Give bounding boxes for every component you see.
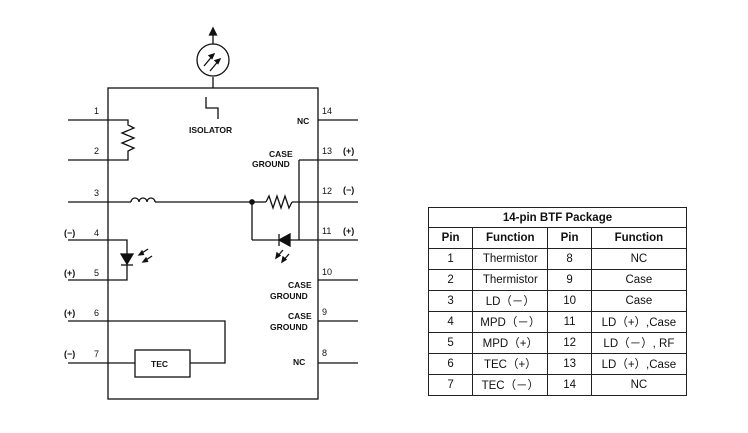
fiber-arrow-head (208, 26, 218, 36)
pin-4-number: 4 (94, 228, 99, 238)
header-pin-right: Pin (547, 227, 592, 249)
pin-cell: 5 (427, 332, 474, 354)
resistor (265, 193, 293, 211)
function-cell: Thermistor (472, 269, 549, 291)
pin-2-number: 2 (94, 146, 99, 156)
function-cell: LD（+）,Case (590, 311, 688, 333)
tec-wire (108, 320, 226, 364)
isolator-label: ISOLATOR (189, 125, 232, 135)
pin-8-number: 8 (322, 348, 327, 358)
pin-cell: 11 (547, 311, 592, 333)
case-ground-9-label-1: CASE (288, 311, 312, 321)
nc-14-label: NC (297, 116, 309, 126)
pin-function-table: 14-pin BTF Package Pin Function Pin Func… (427, 207, 688, 396)
pin-14-number: 14 (322, 106, 332, 116)
pin-cell: 6 (427, 353, 474, 375)
function-cell: NC (590, 248, 688, 270)
table-row: 4 MPD（－） 11 LD（+）,Case (427, 311, 688, 333)
monitor-photodiode (119, 253, 135, 266)
table-row: 7 TEC（－） 14 NC (427, 374, 688, 396)
pin-6-number: 6 (94, 308, 99, 318)
header-pin-left: Pin (427, 227, 474, 249)
case-ground-top-label-2: GROUND (252, 159, 290, 169)
function-cell: Case (590, 269, 688, 291)
pin-cell: 8 (547, 248, 592, 270)
function-cell: TEC（+） (472, 353, 549, 375)
pin-cell: 12 (547, 332, 592, 354)
isolator-symbol (205, 97, 219, 119)
pin-5-number: 5 (94, 268, 99, 278)
pin-3-number: 3 (94, 188, 99, 198)
laser-diode (277, 232, 291, 248)
header-function-left: Function (472, 227, 549, 249)
function-cell: MPD（+） (472, 332, 549, 354)
function-cell: LD（－） (472, 290, 549, 312)
pin-6-polarity: (+) (64, 308, 75, 318)
mpd-light-arrow-1-head (137, 249, 145, 256)
tec-label: TEC (151, 359, 168, 369)
table-title: 14-pin BTF Package (428, 207, 687, 228)
pin-cell: 7 (427, 374, 474, 396)
pin-11-number: 11 (322, 226, 331, 236)
pin-13-number: 13 (322, 146, 332, 156)
function-cell: Thermistor (472, 248, 549, 270)
case-ground-10-label-2: GROUND (270, 291, 308, 301)
pin-11-polarity: (+) (343, 226, 354, 236)
ld-light-arrow-1-head (275, 251, 282, 260)
function-cell: MPD（－） (472, 311, 549, 333)
function-cell: Case (590, 290, 688, 312)
pin-10-number: 10 (322, 267, 332, 277)
pin-cell: 4 (427, 311, 474, 333)
table-row: 1 Thermistor 8 NC (427, 248, 688, 270)
light-arrow-2-head (213, 57, 222, 65)
mpd-light-arrow-2-head (141, 256, 149, 263)
table-row: 6 TEC（+） 13 LD（+）,Case (427, 353, 688, 375)
table-title-row: 14-pin BTF Package (428, 207, 687, 228)
case-ground-top-label-1: CASE (269, 149, 293, 159)
pin-cell: 10 (547, 290, 592, 312)
ld-light-arrow-2-head (281, 255, 288, 264)
pin-5-polarity: (+) (64, 268, 75, 278)
function-cell: TEC（－） (472, 374, 549, 396)
tec-box (134, 349, 191, 378)
pin-13-polarity: (+) (343, 146, 354, 156)
pin-cell: 3 (427, 290, 474, 312)
light-arrow-1-head (207, 52, 216, 60)
pin-1-number: 1 (94, 106, 99, 116)
table-header-row: Pin Function Pin Function (427, 227, 688, 249)
pin-7-polarity: (−) (64, 349, 75, 359)
pin-cell: 13 (547, 353, 592, 375)
case-ground-10-label-1: CASE (288, 280, 312, 290)
pin-cell: 2 (427, 269, 474, 291)
table-row: 5 MPD（+） 12 LD（－）, RF (427, 332, 688, 354)
table-row: 3 LD（－） 10 Case (427, 290, 688, 312)
case-ground-9-label-2: GROUND (270, 322, 308, 332)
pin-12-number: 12 (322, 186, 332, 196)
nc-8-label: NC (293, 357, 305, 367)
thermistor (108, 119, 136, 161)
function-cell: LD（+）,Case (590, 353, 688, 375)
package-schematic: ISOLATOR CASE GROUND CASE GROUND CASE GR… (64, 26, 358, 400)
function-cell: NC (590, 374, 688, 396)
pin-cell: 9 (547, 269, 592, 291)
pin-cell: 14 (547, 374, 592, 396)
table-row: 2 Thermistor 9 Case (427, 269, 688, 291)
pin-cell: 1 (427, 248, 474, 270)
pin-4-polarity: (−) (64, 228, 75, 238)
header-function-right: Function (590, 227, 688, 249)
pin-7-number: 7 (94, 349, 99, 359)
pin-12-polarity: (−) (343, 185, 354, 195)
inductor (130, 197, 156, 203)
function-cell: LD（－）, RF (590, 332, 688, 354)
pin-9-number: 9 (322, 307, 327, 317)
photodetector-output-circle (196, 43, 230, 77)
